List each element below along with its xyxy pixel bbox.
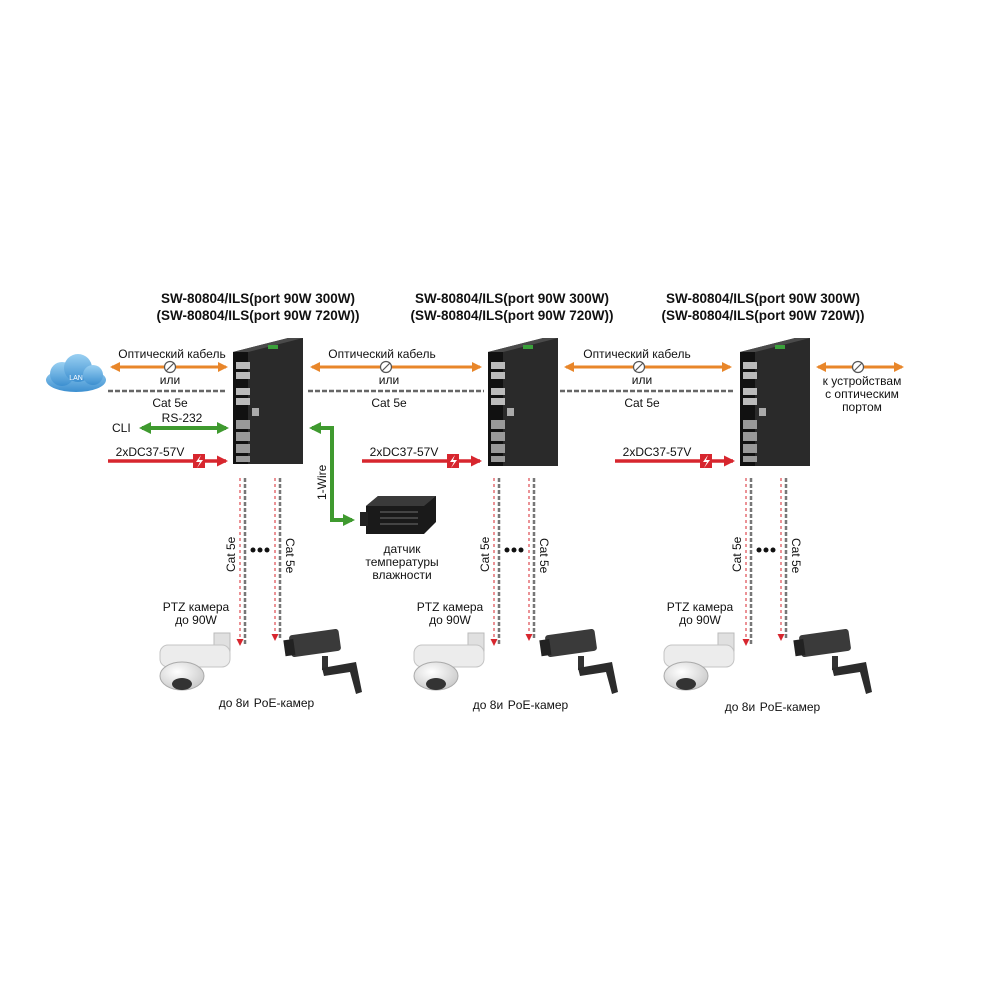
- switch-3-title-line2: (SW-80804/ILS(port 90W 720W)): [661, 308, 864, 323]
- downlink-group-1: Cat 5e Cat 5e PTZ камера до 90W до 8и Po…: [159, 478, 362, 710]
- rs232-label: RS-232: [162, 411, 203, 425]
- right-end-line3: портом: [842, 400, 882, 414]
- ptz-label-line1-2: PTZ камера: [417, 600, 484, 614]
- switch-device-2: [488, 338, 558, 466]
- fiber-connector-icon: [379, 360, 393, 374]
- lightning-icon: [193, 454, 205, 468]
- cable-left-label-3: Cat 5e: [730, 536, 744, 572]
- cli-rs232-link: RS-232 CLI: [112, 411, 229, 435]
- sensor-label-line1: датчик: [383, 542, 421, 556]
- camera-caption-b-3: PoE-камер: [760, 700, 821, 714]
- camera-caption-b-1: PoE-камер: [254, 696, 315, 710]
- ellipsis-dots-icon: [756, 547, 776, 553]
- ellipsis-dots-icon: [504, 547, 524, 553]
- switch-device-1: [233, 338, 303, 464]
- ptz-dome-camera-icon: [663, 632, 735, 691]
- switch-title-2: SW-80804/ILS(port 90W 300W) (SW-80804/IL…: [410, 291, 613, 323]
- one-wire-link: 1-Wire: [309, 422, 355, 526]
- fiber-connector-icon: [851, 360, 865, 374]
- camera-caption-b-2: PoE-камер: [508, 698, 569, 712]
- ptz-label-line1-1: PTZ камера: [163, 600, 230, 614]
- cable-right-label-1: Cat 5e: [283, 538, 297, 574]
- lightning-icon: [447, 454, 459, 468]
- power-label-1: 2xDC37-57V: [116, 445, 185, 459]
- or-label-2: или: [379, 373, 399, 387]
- cable-right-label-3: Cat 5e: [789, 538, 803, 574]
- fiber-label-2: Оптический кабель: [328, 347, 435, 361]
- cloud-label: LAN: [69, 375, 83, 382]
- power-input-3: 2xDC37-57V: [615, 445, 735, 468]
- downlink-group-3: Cat 5e Cat 5e PTZ камера до 90W до 8и Po…: [663, 478, 872, 714]
- switch-title-3: SW-80804/ILS(port 90W 300W) (SW-80804/IL…: [661, 291, 864, 323]
- switch-2-title-line1: SW-80804/ILS(port 90W 300W): [415, 291, 609, 306]
- bullet-camera-icon: [283, 629, 362, 694]
- fiber-connector-icon: [163, 360, 177, 374]
- interlink-1-2: Оптический кабель или Cat 5e: [308, 347, 484, 410]
- ellipsis-dots-icon: [250, 547, 270, 553]
- power-label-2: 2xDC37-57V: [370, 445, 439, 459]
- sensor-label-line2: температуры: [365, 555, 438, 569]
- switch-3-title-line1: SW-80804/ILS(port 90W 300W): [666, 291, 860, 306]
- ptz-label-line2-2: до 90W: [429, 613, 471, 627]
- switch-2-title-line2: (SW-80804/ILS(port 90W 720W)): [410, 308, 613, 323]
- switch-1-title-line2: (SW-80804/ILS(port 90W 720W)): [156, 308, 359, 323]
- cable-right-label-2: Cat 5e: [537, 538, 551, 574]
- ptz-label-line2-1: до 90W: [175, 613, 217, 627]
- cli-label: CLI: [112, 421, 131, 435]
- ptz-label-line2-3: до 90W: [679, 613, 721, 627]
- cable-left-label-2: Cat 5e: [478, 536, 492, 572]
- lan-cloud-icon: LAN: [46, 354, 106, 392]
- power-input-1: 2xDC37-57V: [108, 445, 228, 468]
- camera-caption-a-1: до 8и: [219, 696, 249, 710]
- ptz-label-line1-3: PTZ камера: [667, 600, 734, 614]
- cable-left-label-1: Cat 5e: [224, 536, 238, 572]
- fiber-label-3: Оптический кабель: [583, 347, 690, 361]
- switch-device-3: [740, 338, 810, 466]
- ptz-dome-camera-icon: [413, 632, 485, 691]
- right-end-link: к устройствам с оптическим портом: [816, 360, 904, 414]
- cat5e-label-3: Cat 5e: [624, 396, 660, 410]
- one-wire-label: 1-Wire: [315, 464, 329, 500]
- power-label-3: 2xDC37-57V: [623, 445, 692, 459]
- lightning-icon: [700, 454, 712, 468]
- or-label-1: или: [160, 373, 180, 387]
- sensor-label-line3: влажности: [372, 568, 431, 582]
- sensor-device-icon: [360, 496, 436, 534]
- ptz-dome-camera-icon: [159, 632, 231, 691]
- power-input-2: 2xDC37-57V: [362, 445, 482, 468]
- right-end-line1: к устройствам: [823, 374, 902, 388]
- fiber-label-1: Оптический кабель: [118, 347, 225, 361]
- switch-1-title-line1: SW-80804/ILS(port 90W 300W): [161, 291, 355, 306]
- bullet-camera-icon: [539, 629, 618, 694]
- uplink-lan: Оптический кабель или Cat 5e: [108, 347, 228, 410]
- right-end-line2: с оптическим: [825, 387, 899, 401]
- fiber-connector-icon: [632, 360, 646, 374]
- downlink-group-2: Cat 5e Cat 5e PTZ камера до 90W до 8и Po…: [413, 478, 618, 712]
- bullet-camera-icon: [793, 629, 872, 694]
- camera-caption-a-2: до 8и: [473, 698, 503, 712]
- camera-caption-a-3: до 8и: [725, 700, 755, 714]
- or-label-3: или: [632, 373, 652, 387]
- cat5e-label-2: Cat 5e: [371, 396, 407, 410]
- interlink-2-3: Оптический кабель или Cat 5e: [560, 347, 734, 410]
- cat5e-label-1: Cat 5e: [152, 396, 188, 410]
- switch-title-1: SW-80804/ILS(port 90W 300W) (SW-80804/IL…: [156, 291, 359, 323]
